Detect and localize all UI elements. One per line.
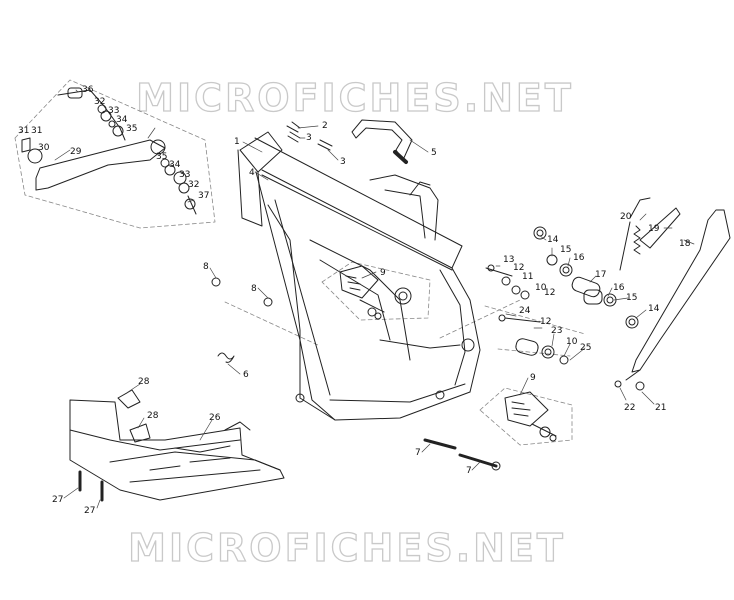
side-stand <box>614 197 731 391</box>
callout-label: 35 <box>156 152 168 162</box>
callout-label: 27 <box>52 495 64 505</box>
callout-label: 16 <box>573 253 585 263</box>
callout-label: 16 <box>613 283 625 293</box>
callout-label: 33 <box>179 170 191 180</box>
callout-label: 6 <box>243 370 249 380</box>
callout-label: 18 <box>679 239 691 249</box>
callout-label: 21 <box>655 403 667 413</box>
frame-handle <box>351 119 413 161</box>
callout-label: 24 <box>519 306 531 316</box>
callout-label: 34 <box>169 160 181 170</box>
callout-label: 28 <box>138 377 150 387</box>
callout-label: 23 <box>551 326 563 336</box>
callout-label: 12 <box>544 288 556 298</box>
callout-label: 9 <box>530 373 536 383</box>
callout-label: 11 <box>522 272 534 282</box>
callout-label: 20 <box>620 212 632 222</box>
callout-label: 9 <box>380 268 386 278</box>
watermark-bottom: MICROFICHES.NET <box>128 525 566 570</box>
callout-label: 14 <box>547 235 559 245</box>
callout-label: 3 <box>306 133 312 143</box>
group-outline <box>14 79 586 446</box>
callout-label: 27 <box>84 506 96 516</box>
callout-label: 1 <box>234 137 240 147</box>
callout-label: 36 <box>82 85 94 95</box>
callout-label: 10 <box>535 283 547 293</box>
callout-label: 12 <box>540 317 552 327</box>
callout-label: 15 <box>626 293 638 303</box>
callout-label: 8 <box>203 262 209 272</box>
callout-label: 32 <box>94 97 106 107</box>
callout-label: 19 <box>648 224 660 234</box>
skid-plate <box>69 389 285 502</box>
leader-lines <box>54 89 695 509</box>
callout-label: 32 <box>188 180 200 190</box>
callout-label: 8 <box>251 284 257 294</box>
callout-label: 34 <box>116 115 128 125</box>
shift-lever <box>21 87 197 215</box>
callout-label: 31 <box>31 126 43 136</box>
frame-assembly <box>237 131 481 421</box>
callout-label: 15 <box>560 245 572 255</box>
footpeg-right <box>504 391 557 442</box>
callout-label: 30 <box>38 143 50 153</box>
callout-label: 7 <box>466 466 472 476</box>
callout-label: 22 <box>624 403 636 413</box>
bracket <box>286 121 301 133</box>
callout-label: 35 <box>126 124 138 134</box>
callout-label: 37 <box>198 191 210 201</box>
callout-label: 7 <box>415 448 421 458</box>
callout-label: 13 <box>503 255 515 265</box>
callout-label: 3 <box>340 157 346 167</box>
callout-label: 2 <box>322 121 328 131</box>
footpeg-left <box>339 265 385 320</box>
callout-label: 4 <box>249 168 255 178</box>
callout-label: 10 <box>566 337 578 347</box>
callout-label: 33 <box>108 106 120 116</box>
callout-label: 25 <box>580 343 592 353</box>
callout-label: 17 <box>595 270 607 280</box>
callout-label: 5 <box>431 148 437 158</box>
mount-hardware <box>485 226 639 365</box>
callout-label: 29 <box>70 147 82 157</box>
callout-label: 28 <box>147 411 159 421</box>
watermark-top: MICROFICHES.NET <box>136 75 574 120</box>
callout-label: 26 <box>209 413 221 423</box>
callout-label: 12 <box>513 263 525 273</box>
callout-label: 14 <box>648 304 660 314</box>
bolt <box>423 438 457 450</box>
spring <box>217 352 235 363</box>
callout-label: 31 <box>18 126 30 136</box>
